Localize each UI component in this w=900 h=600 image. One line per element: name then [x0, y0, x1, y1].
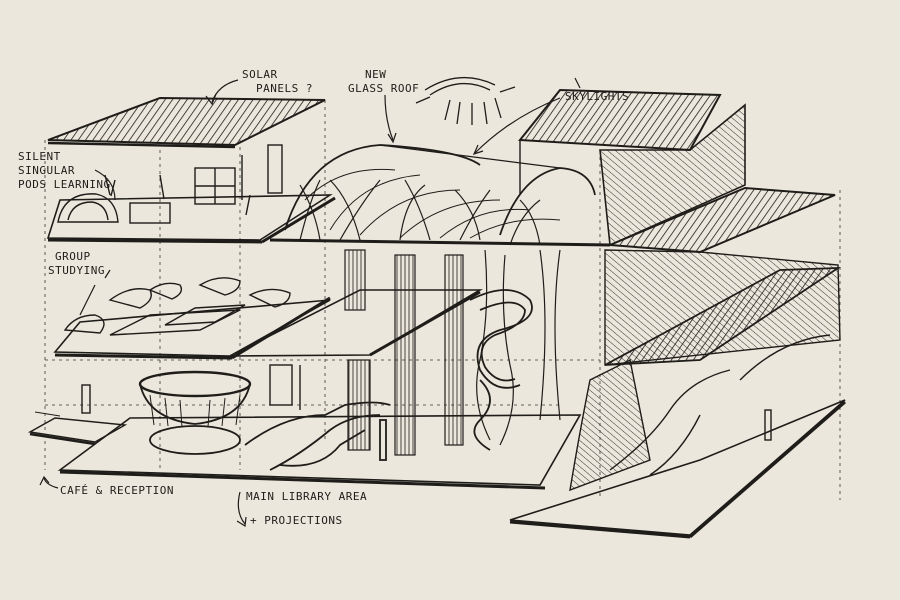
middle-floor-slab: [53, 289, 483, 360]
right-block: [604, 249, 842, 381]
label-glass-1: NEW: [365, 68, 386, 81]
label-library-1: MAIN LIBRARY AREA: [246, 490, 367, 503]
tree-columns: [299, 179, 561, 456]
right-lower-platform: [509, 358, 846, 539]
spiral-ramp: [469, 289, 533, 451]
label-silent-1: SILENT: [18, 150, 61, 163]
cafe-counter: [138, 370, 252, 455]
annotation-arrows: [39, 77, 581, 528]
label-group-1: GROUP: [55, 250, 91, 263]
skylight-block: [518, 88, 746, 247]
sun-icon: [415, 76, 516, 125]
learning-pods: [57, 144, 283, 224]
ground-floor-slab: [27, 384, 582, 490]
label-skylights: SKYLIGHTS: [565, 90, 629, 103]
label-solar-1: SOLAR: [242, 68, 278, 81]
solar-roof: [47, 96, 326, 149]
group-study-furniture: [63, 277, 301, 410]
label-group-2: STUDYING: [48, 264, 105, 277]
library-seating: [244, 401, 391, 471]
right-upper-slab: [609, 186, 836, 254]
label-library-2: + PROJECTIONS: [250, 514, 343, 527]
upper-floor-slab: [46, 194, 611, 247]
construction-lines: [44, 100, 841, 500]
label-silent-3: PODS LEARNING: [18, 178, 111, 191]
label-silent-2: SINGULAR: [18, 164, 75, 177]
label-glass-2: GLASS ROOF: [348, 82, 419, 95]
annotation-labels: SOLAR PANELS ? NEW GLASS ROOF SKYLIGHTS …: [18, 68, 629, 527]
label-solar-2: PANELS ?: [256, 82, 313, 95]
label-cafe: CAFÉ & RECEPTION: [60, 484, 174, 497]
glass-roof: [284, 144, 596, 239]
